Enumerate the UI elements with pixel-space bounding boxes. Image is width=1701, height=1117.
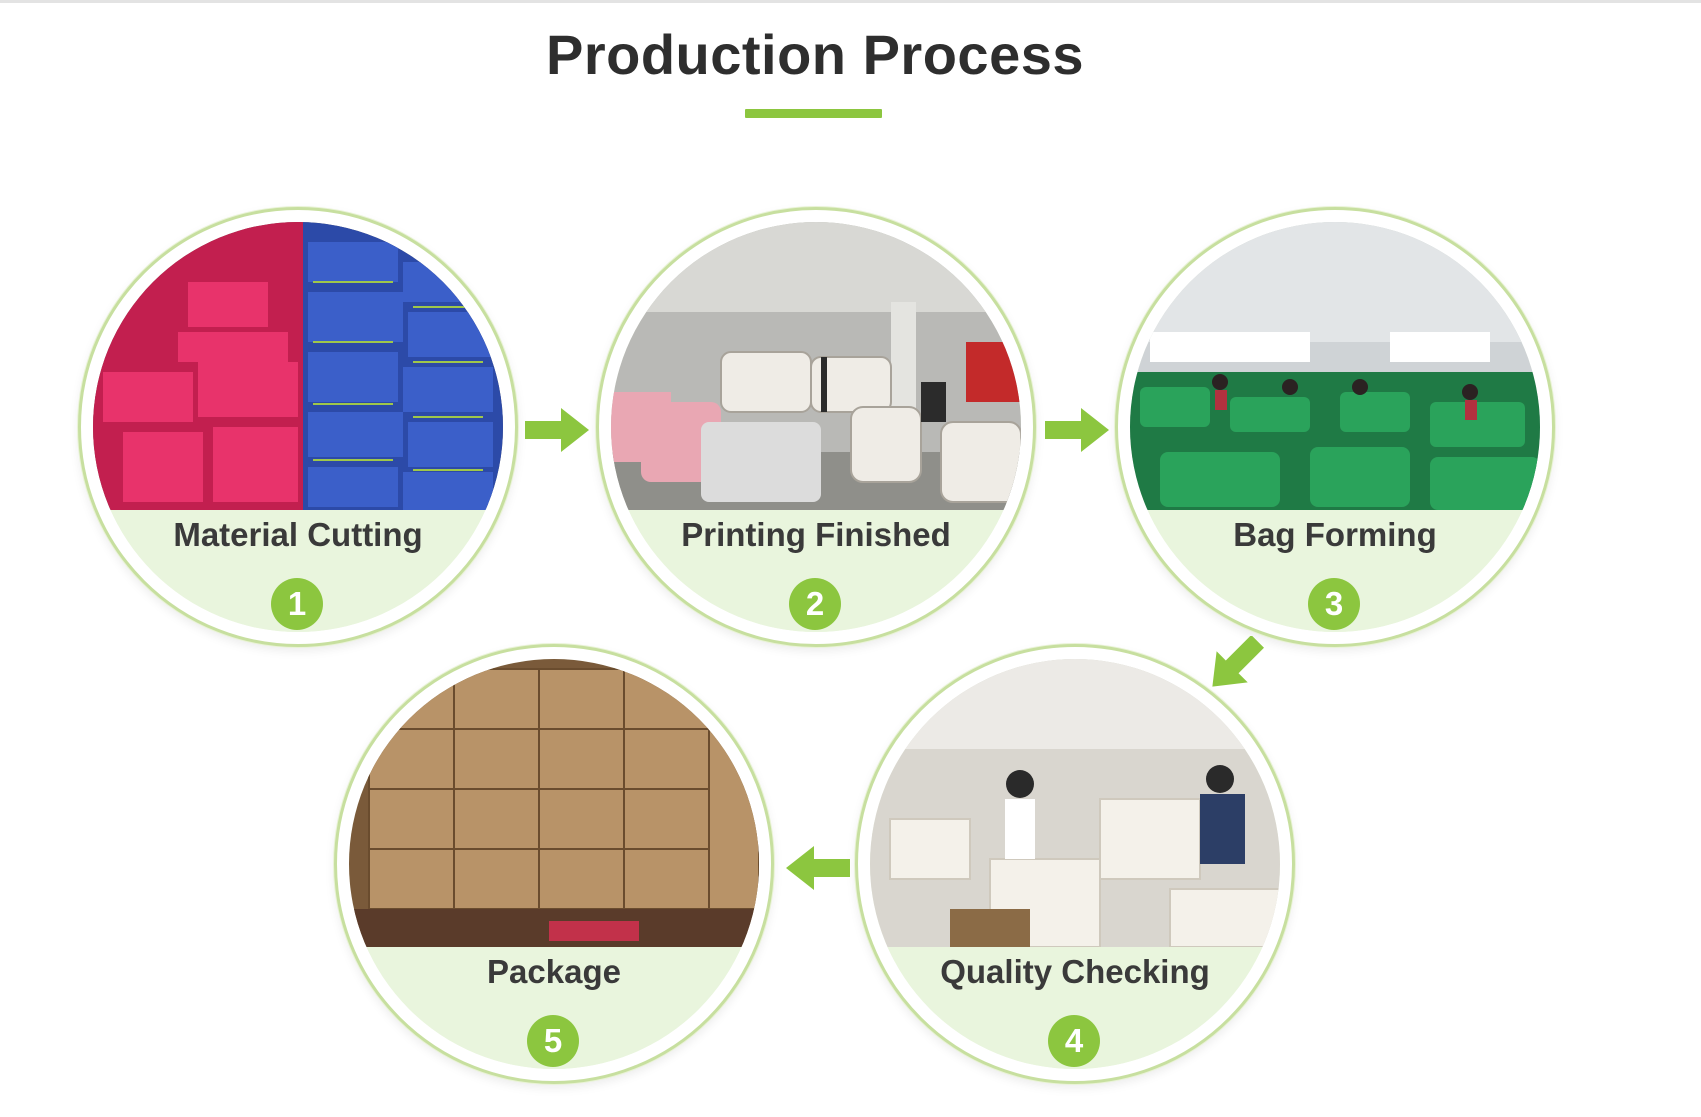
quality-checking-photo	[870, 659, 1280, 947]
step-label: Bag Forming	[1233, 516, 1437, 553]
arrow-left-icon	[786, 846, 850, 890]
step-number-badge: 5	[527, 1015, 579, 1067]
printing-finished-photo	[611, 222, 1021, 510]
step-disc: Package 5	[349, 659, 759, 1069]
step-number-badge: 2	[789, 578, 841, 630]
arrow-right-icon	[525, 408, 589, 452]
step-bag-forming: Bag Forming 3	[1115, 207, 1555, 647]
page-title: Production Process	[545, 23, 1085, 86]
title-underline	[745, 109, 882, 118]
step-label: Package	[487, 953, 621, 990]
step-disc: Material Cutting 1	[93, 222, 503, 632]
package-photo	[349, 659, 759, 947]
step-number-badge: 3	[1308, 578, 1360, 630]
bag-forming-photo	[1130, 222, 1540, 510]
step-printing-finished: Printing Finished 2	[596, 207, 1036, 647]
step-quality-checking: Quality Checking 4	[855, 644, 1295, 1084]
step-number-badge: 4	[1048, 1015, 1100, 1067]
step-label: Material Cutting	[173, 516, 423, 553]
step-number-badge: 1	[271, 578, 323, 630]
material-cutting-photo	[93, 222, 503, 510]
step-disc: Bag Forming 3	[1130, 222, 1540, 632]
step-material-cutting: Material Cutting 1	[78, 207, 518, 647]
step-disc: Printing Finished 2	[611, 222, 1021, 632]
step-label: Printing Finished	[681, 516, 951, 553]
step-disc: Quality Checking 4	[870, 659, 1280, 1069]
step-package: Package 5	[334, 644, 774, 1084]
step-label: Quality Checking	[940, 953, 1210, 990]
top-divider	[0, 0, 1701, 3]
arrow-right-icon	[1045, 408, 1109, 452]
